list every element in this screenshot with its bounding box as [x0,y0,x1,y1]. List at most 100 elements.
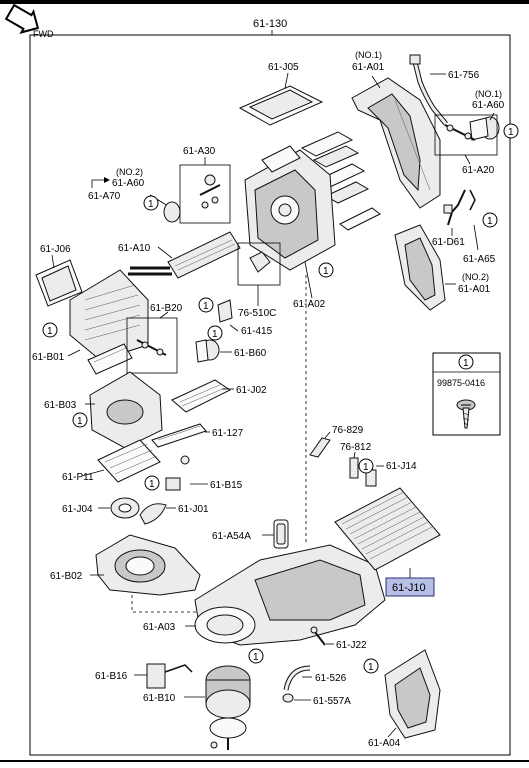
label-61-b03: 61-B03 [44,400,77,411]
label-61-j04: 61-J04 [62,504,93,515]
inset-marker: 1 [458,354,474,370]
label-61-557a: 61-557A [313,696,351,707]
part-61-a01-no1[interactable] [351,77,441,209]
label-61-b10: 61-B10 [143,693,176,704]
box-a20 [434,114,498,156]
leader-a01-no1 [371,75,381,89]
part-61-b02[interactable] [95,534,201,596]
label-61-a70: 61-A70 [88,191,121,202]
part-76-812[interactable] [349,457,359,479]
label-61-a60-no2: 61-A60 [112,178,145,189]
part-61-a01-no2[interactable] [394,224,446,311]
label-61-b60: 61-B60 [234,348,267,359]
box-b20 [126,317,178,374]
part-61-j10[interactable] [334,487,441,571]
marker-circle-j14: 1 [358,458,374,474]
part-61-a54a[interactable] [273,519,289,549]
label-61-j22: 61-J22 [336,640,367,651]
part-61-127[interactable] [151,423,207,448]
label-61-j10[interactable]: 61-J10 [392,582,426,594]
part-61-d61[interactable] [443,189,466,226]
part-61-a10[interactable] [128,231,241,279]
part-61-415[interactable] [217,299,233,323]
part-61-j01[interactable] [139,503,167,525]
svg-text:1: 1 [148,199,154,210]
part-61-p11[interactable] [97,439,161,483]
part-61-a03[interactable] [194,544,386,646]
svg-text:1: 1 [487,216,493,227]
label-61-b02: 61-B02 [50,571,83,582]
label-61-526: 61-526 [315,673,347,684]
part-61-a65[interactable] [469,189,476,211]
label-76-812: 76-812 [340,442,372,453]
label-61-127: 61-127 [212,428,244,439]
label-61-j06: 61-J06 [40,244,71,255]
part-61-a20[interactable] [444,124,476,141]
marker-circle-b60: 1 [207,325,223,341]
leader-p11 [81,469,105,477]
svg-text:1: 1 [47,326,53,337]
svg-text:1: 1 [203,301,209,312]
part-61-a60-no1[interactable] [469,116,500,141]
marker-circle-b15: 1 [144,475,160,491]
svg-text:1: 1 [253,652,259,663]
label-61-b20: 61-B20 [150,303,183,314]
part-61-b15[interactable] [165,455,190,491]
marker-circle-b03: 1 [72,412,88,428]
marker-circle-a65: 1 [482,212,498,228]
fwd-label: FWD [33,29,54,39]
label-61-a02: 61-A02 [293,299,326,310]
leader-a65 [473,224,479,251]
label-61-756: 61-756 [448,70,480,81]
part-76-510c[interactable] [249,251,271,273]
marker-circle-b01: 1 [42,322,58,338]
label-61-j01: 61-J01 [178,504,209,515]
svg-text:1: 1 [363,462,369,473]
arrow-a60-no2 [104,177,110,183]
label-61-a01-no1: 61-A01 [352,62,385,73]
marker-circle-a04: 1 [363,658,379,674]
label-61-a04: 61-A04 [368,738,401,749]
label-61-j02: 61-J02 [236,385,267,396]
part-61-a04[interactable] [384,649,441,739]
part-61-j02[interactable] [171,379,231,413]
part-61-b03[interactable] [89,371,163,449]
label-a01-no2-tag: (NO.2) [462,272,489,282]
label-61-j05: 61-J05 [268,62,299,73]
box-a30 [179,164,231,224]
label-61-130: 61-130 [253,18,287,30]
label-61-a10: 61-A10 [118,243,151,254]
highlight-box-j10[interactable] [385,577,435,597]
svg-text:1: 1 [323,266,329,277]
part-61-b16[interactable] [146,663,193,689]
part-61-b60[interactable] [195,339,220,363]
part-61-j22[interactable] [310,626,326,646]
label-61-b15: 61-B15 [210,480,243,491]
part-61-j06[interactable] [35,259,83,307]
label-61-415: 61-415 [241,326,273,337]
part-61-756[interactable] [409,54,448,126]
part-61-b20[interactable] [136,339,167,356]
part-61-j04[interactable] [110,497,140,519]
svg-text:1: 1 [149,479,155,490]
label-a01-no1-tag: (NO.1) [355,50,382,60]
label-76-510c: 76-510C [238,308,276,319]
part-61-j05[interactable] [238,85,324,126]
part-61-a30[interactable] [199,174,221,209]
part-61-526[interactable] [283,665,311,691]
part-61-a02[interactable] [244,145,336,271]
part-76-829[interactable] [309,437,331,458]
part-61-b10[interactable] [205,665,251,750]
top-rule [0,0,529,4]
label-61-j14: 61-J14 [386,461,417,472]
label-76-829: 76-829 [332,425,364,436]
part-61-b01[interactable] [69,269,149,361]
dash-b02 [131,595,200,613]
label-61-a60-no1: 61-A60 [472,100,505,111]
inset-part-number: 99875-0416 [437,378,485,388]
part-61-a70[interactable] [163,201,181,223]
label-61-d61: 61-D61 [432,237,465,248]
part-61-557a[interactable] [282,693,294,703]
svg-text:1: 1 [77,416,83,427]
